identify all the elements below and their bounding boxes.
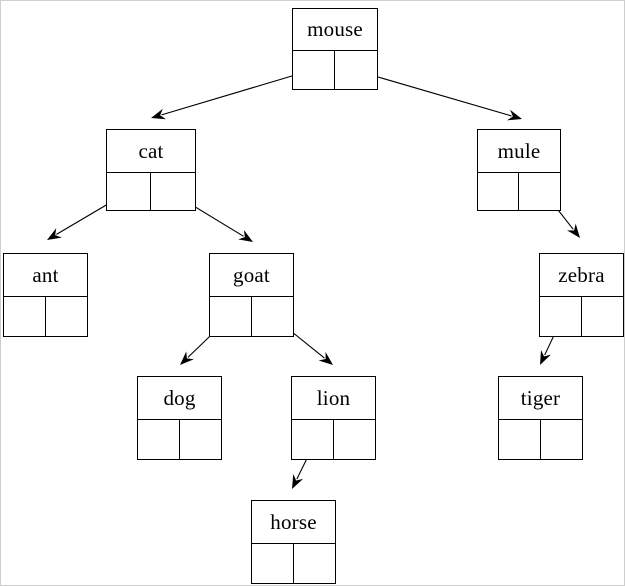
- node-pointers-cat: [107, 173, 195, 210]
- node-pointers-mouse: [293, 51, 377, 89]
- node-pointers-goat: [210, 297, 293, 336]
- arrowhead-icon: [567, 223, 580, 238]
- pointer-cell-right-mule[interactable]: [519, 173, 560, 210]
- edge-mouse-to-cat: [151, 69, 313, 120]
- tree-node-horse[interactable]: horse: [251, 500, 336, 584]
- pointer-cell-left-mouse[interactable]: [293, 51, 335, 89]
- edge-line: [161, 69, 313, 116]
- node-pointers-horse: [252, 544, 335, 583]
- pointer-cell-right-lion[interactable]: [333, 420, 375, 459]
- pointer-cell-right-tiger[interactable]: [540, 420, 582, 459]
- arrowhead-icon: [180, 351, 194, 365]
- node-label-goat: goat: [210, 254, 293, 297]
- arrowhead-icon: [507, 109, 522, 121]
- tree-node-tiger[interactable]: tiger: [498, 376, 583, 460]
- node-pointers-dog: [138, 420, 221, 459]
- pointer-cell-right-dog[interactable]: [179, 420, 221, 459]
- arrowhead-icon: [151, 108, 166, 120]
- pointer-cell-left-dog[interactable]: [138, 420, 180, 459]
- pointer-cell-left-ant[interactable]: [4, 297, 46, 336]
- pointer-cell-left-cat[interactable]: [107, 173, 151, 210]
- pointer-cell-left-horse[interactable]: [252, 544, 294, 583]
- node-pointers-lion: [292, 420, 375, 459]
- arrowhead-icon: [47, 228, 62, 240]
- tree-node-goat[interactable]: goat: [209, 253, 294, 337]
- node-label-tiger: tiger: [499, 377, 582, 420]
- node-label-ant: ant: [4, 254, 87, 297]
- arrowhead-icon: [540, 349, 551, 365]
- edge-mouse-to-mule: [353, 69, 522, 121]
- arrowhead-icon: [292, 474, 304, 489]
- node-label-horse: horse: [252, 501, 335, 544]
- node-pointers-ant: [4, 297, 87, 336]
- tree-node-cat[interactable]: cat: [106, 129, 196, 211]
- tree-node-lion[interactable]: lion: [291, 376, 376, 460]
- pointer-cell-right-mouse[interactable]: [335, 51, 377, 89]
- pointer-cell-right-ant[interactable]: [45, 297, 87, 336]
- pointer-cell-left-lion[interactable]: [292, 420, 334, 459]
- node-label-lion: lion: [292, 377, 375, 420]
- node-pointers-zebra: [540, 297, 623, 336]
- pointer-cell-left-goat[interactable]: [210, 297, 252, 336]
- tree-node-dog[interactable]: dog: [137, 376, 222, 460]
- tree-node-zebra[interactable]: zebra: [539, 253, 624, 337]
- node-pointers-tiger: [499, 420, 582, 459]
- node-label-mouse: mouse: [293, 9, 377, 51]
- arrowhead-icon: [238, 230, 253, 242]
- tree-node-mouse[interactable]: mouse: [292, 8, 378, 90]
- pointer-cell-left-mule[interactable]: [478, 173, 519, 210]
- pointer-cell-right-zebra[interactable]: [581, 297, 623, 336]
- node-pointers-mule: [478, 173, 560, 210]
- node-label-mule: mule: [478, 130, 560, 173]
- pointer-cell-left-tiger[interactable]: [499, 420, 541, 459]
- arrowhead-icon: [318, 351, 333, 365]
- tree-node-ant[interactable]: ant: [3, 253, 88, 337]
- pointer-cell-left-zebra[interactable]: [540, 297, 582, 336]
- pointer-cell-right-horse[interactable]: [293, 544, 335, 583]
- node-label-dog: dog: [138, 377, 221, 420]
- node-label-zebra: zebra: [540, 254, 623, 297]
- node-label-cat: cat: [107, 130, 195, 173]
- pointer-cell-right-goat[interactable]: [251, 297, 293, 336]
- tree-node-mule[interactable]: mule: [477, 129, 561, 211]
- pointer-cell-right-cat[interactable]: [151, 173, 195, 210]
